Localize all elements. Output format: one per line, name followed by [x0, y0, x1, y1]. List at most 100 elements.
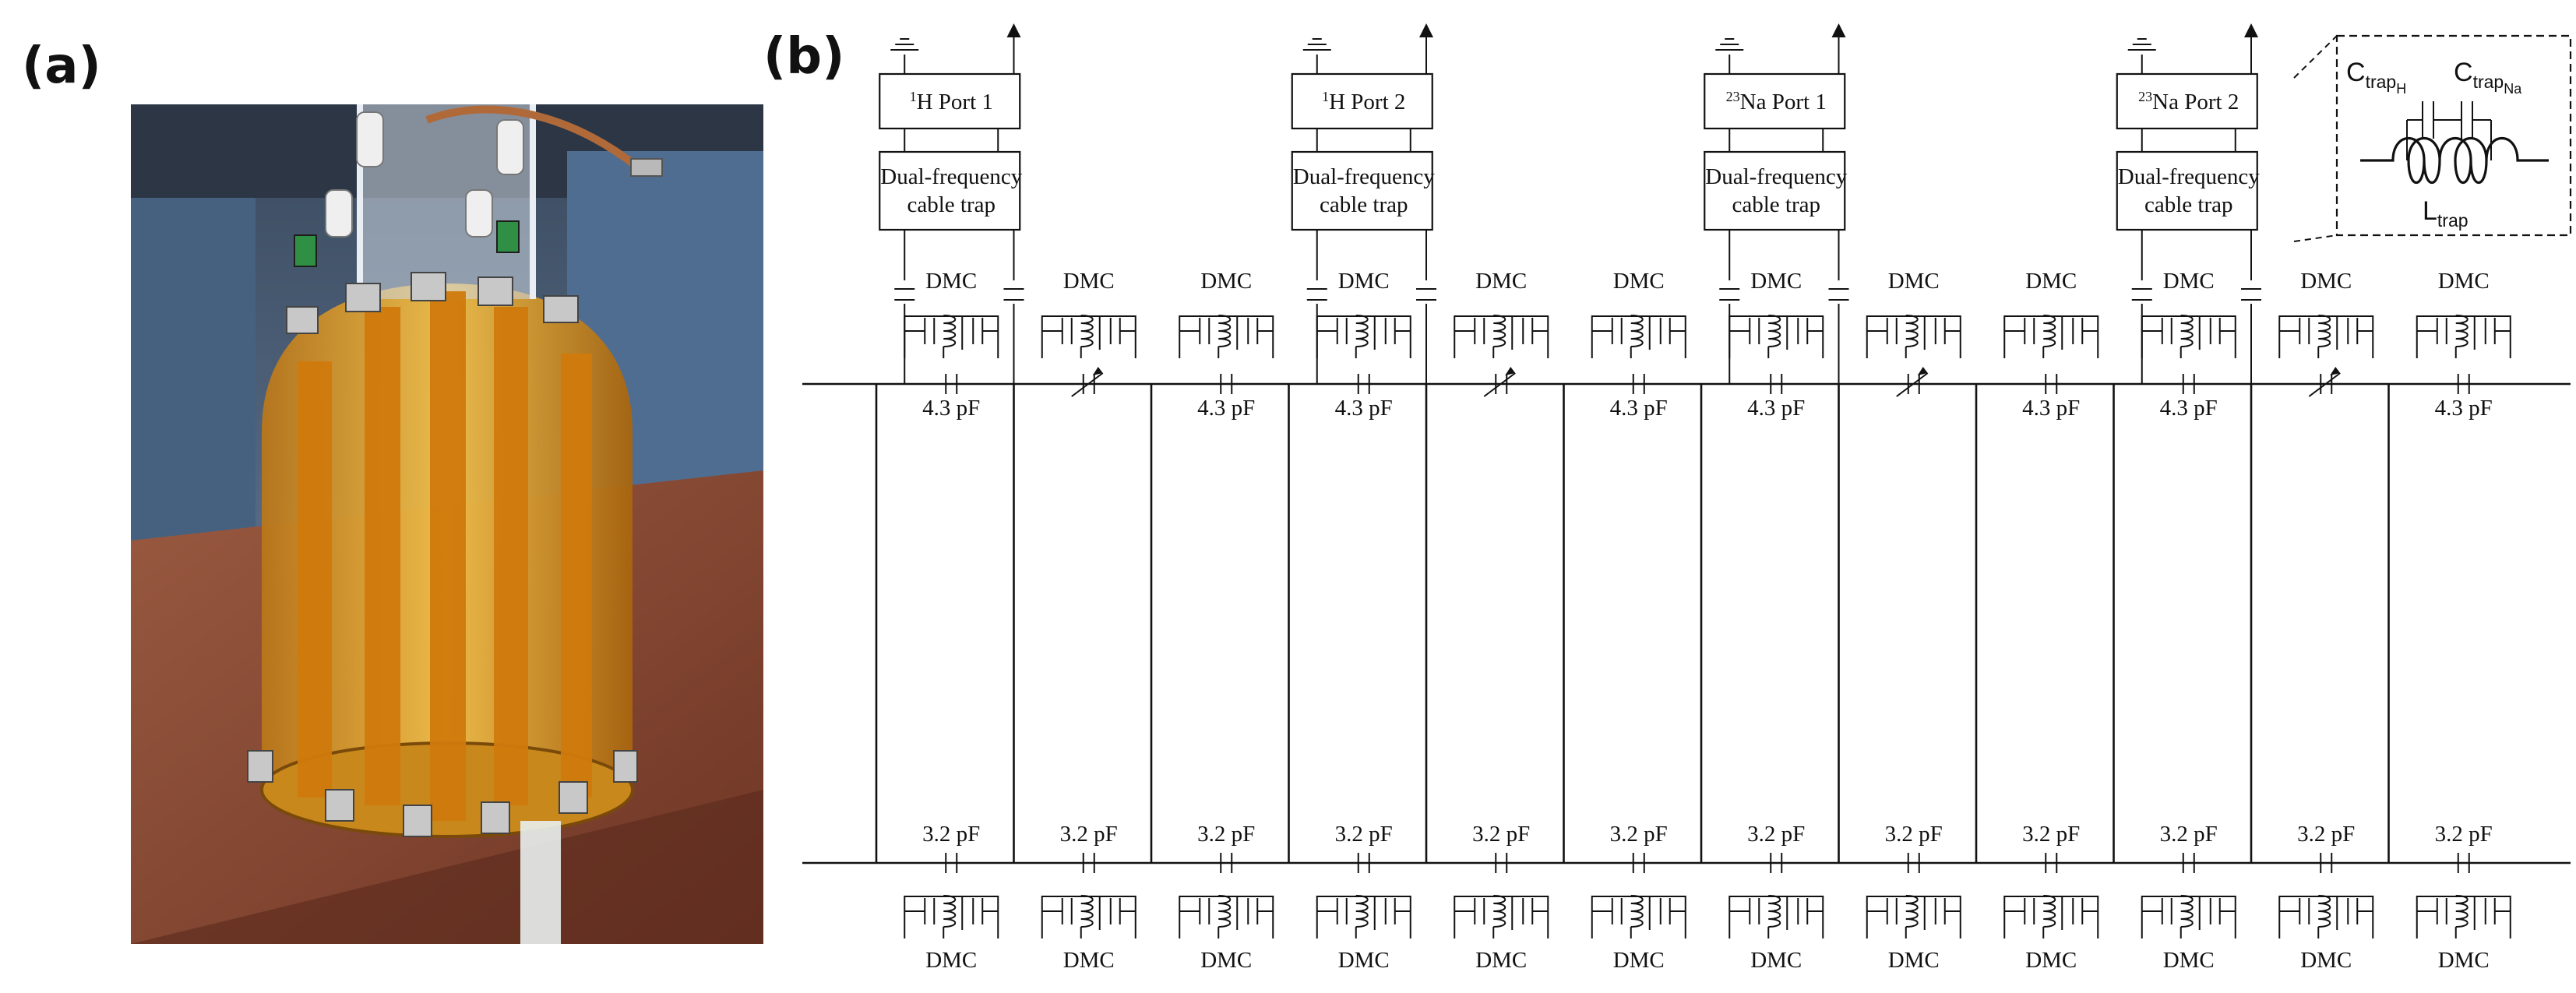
- bottom-dmc-9-cap: [2161, 898, 2173, 924]
- bottom-dmc-1-cap: [1061, 898, 1073, 924]
- top-dmc-10: [2278, 315, 2374, 358]
- top-cap-6: [1770, 374, 1783, 394]
- bottom-cap-0: [945, 853, 958, 873]
- top-cap-11: [2457, 374, 2470, 394]
- bottom-dmc-5-cap2: [1659, 898, 1671, 924]
- top-cap-value-11: 4.3 pF: [2435, 396, 2493, 421]
- top-cap-value-9: 4.3 pF: [2160, 396, 2218, 421]
- circuit-schematic: DMC 4.3 pF 3.2 pF DMC DMC 3.2 pF DMC DMC 4.3 pF 3…: [802, 23, 2572, 973]
- bottom-cap-value-5: 3.2 pF: [1610, 822, 1668, 847]
- bottom-dmc-5-cap: [1611, 898, 1623, 924]
- bottom-dmc-4-cap: [1474, 898, 1485, 924]
- top-variable-cap-1: [1071, 367, 1104, 397]
- port-box-1: [1291, 72, 1433, 130]
- bottom-dmc-9: [2141, 895, 2236, 938]
- cable-trap-box-2: [1704, 150, 1846, 231]
- top-dmc-11: [2416, 315, 2511, 358]
- trap-inductor: [2360, 137, 2549, 185]
- top-dmc-7: [1866, 315, 1961, 358]
- bottom-cap-value-7: 3.2 pF: [1885, 822, 1943, 847]
- port-label-3: 23Na Port 2: [2138, 89, 2239, 114]
- top-dmc-0-cap: [924, 318, 936, 344]
- top-cap-2: [1220, 374, 1233, 394]
- bottom-dmc-5: [1591, 895, 1686, 938]
- top-dmc-2-cap2: [1247, 318, 1259, 344]
- trap-inset: CtrapH CtrapNa Ltrap: [2293, 34, 2572, 242]
- top-dmc-5-cap: [1611, 318, 1623, 344]
- port-label-2: 23Na Port 1: [1726, 89, 1827, 114]
- feed-cap-left-1: [1306, 288, 1327, 301]
- top-dmc-label-7: DMC: [1888, 269, 1940, 294]
- cable-trap-box-0: [879, 150, 1021, 231]
- inset-border: [2335, 34, 2572, 237]
- bottom-dmc-label-10: DMC: [2300, 948, 2352, 973]
- top-dmc-11-cap2: [2484, 318, 2496, 344]
- bottom-dmc-11: [2416, 895, 2511, 938]
- cap-trap-na-label: CtrapNa: [2454, 58, 2522, 97]
- top-cap-value-5: 4.3 pF: [1610, 396, 1668, 421]
- top-dmc-label-11: DMC: [2438, 269, 2490, 294]
- cable-trap-label1-3: Dual-frequency: [2118, 164, 2260, 189]
- cable-trap-label1-0: Dual-frequency: [880, 164, 1022, 189]
- port-box-3: [2116, 72, 2258, 130]
- top-dmc-label-3: DMC: [1338, 269, 1390, 294]
- top-variable-cap-4: [1483, 367, 1516, 397]
- bottom-cap-value-1: 3.2 pF: [1060, 822, 1118, 847]
- feed-cap-left-0: [894, 288, 915, 301]
- bottom-dmc-11-cap2: [2484, 898, 2496, 924]
- top-dmc-0-cap2: [972, 318, 984, 344]
- bottom-dmc-0-cap2: [972, 898, 984, 924]
- top-dmc-6-cap2: [1797, 318, 1809, 344]
- top-dmc-5: [1591, 315, 1686, 358]
- top-cap-8: [2045, 374, 2058, 394]
- top-dmc-4: [1454, 315, 1549, 358]
- top-dmc-2-cap: [1199, 318, 1210, 344]
- bottom-cap-value-8: 3.2 pF: [2022, 822, 2080, 847]
- top-dmc-label-8: DMC: [2025, 269, 2077, 294]
- top-dmc-label-1: DMC: [1063, 269, 1115, 294]
- cap-trap-h-label: CtrapH: [2346, 58, 2406, 97]
- bottom-dmc-3-cap: [1336, 898, 1348, 924]
- bottom-cap-11: [2457, 853, 2470, 873]
- bottom-cap-1: [1082, 853, 1095, 873]
- bottom-cap-7: [1907, 853, 1920, 873]
- top-dmc-label-5: DMC: [1613, 269, 1665, 294]
- bottom-dmc-label-8: DMC: [2025, 948, 2077, 973]
- bottom-dmc-3: [1316, 895, 1411, 938]
- bottom-dmc-label-2: DMC: [1200, 948, 1252, 973]
- bottom-dmc-4: [1454, 895, 1549, 938]
- top-dmc-7-cap2: [1934, 318, 1946, 344]
- feed-cap-right-1: [1416, 288, 1436, 301]
- bottom-cap-5: [1632, 853, 1645, 873]
- bottom-cap-value-2: 3.2 pF: [1197, 822, 1255, 847]
- top-dmc-2: [1179, 315, 1274, 358]
- bottom-dmc-label-3: DMC: [1338, 948, 1390, 973]
- top-cap-value-3: 4.3 pF: [1335, 396, 1393, 421]
- port-label-1: 1H Port 2: [1322, 89, 1405, 114]
- bottom-dmc-label-7: DMC: [1888, 948, 1940, 973]
- top-dmc-9-cap: [2161, 318, 2173, 344]
- bottom-dmc-0-cap: [924, 898, 936, 924]
- bottom-cap-value-9: 3.2 pF: [2160, 822, 2218, 847]
- top-cap-value-6: 4.3 pF: [1747, 396, 1805, 421]
- bottom-dmc-8: [2003, 895, 2099, 938]
- bottom-cap-4: [1495, 853, 1508, 873]
- top-dmc-label-6: DMC: [1750, 269, 1802, 294]
- cable-trap-label1-1: Dual-frequency: [1293, 164, 1435, 189]
- bottom-dmc-2-cap: [1199, 898, 1210, 924]
- bottom-dmc-7: [1866, 895, 1961, 938]
- trap-capacitors: [2406, 101, 2492, 160]
- feed-cap-left-3: [2131, 288, 2152, 301]
- bottom-cap-10: [2320, 853, 2333, 873]
- cable-trap-box-1: [1291, 150, 1433, 231]
- top-dmc-11-cap: [2436, 318, 2447, 344]
- bottom-dmc-2: [1179, 895, 1274, 938]
- cable-trap-label2-0: cable trap: [907, 192, 996, 217]
- bottom-dmc-label-0: DMC: [925, 948, 977, 973]
- top-dmc-label-4: DMC: [1475, 269, 1527, 294]
- bottom-dmc-3-cap2: [1384, 898, 1396, 924]
- bottom-cap-2: [1220, 853, 1233, 873]
- port-box-2: [1704, 72, 1846, 130]
- bottom-dmc-1: [1041, 895, 1136, 938]
- bottom-dmc-8-cap2: [2072, 898, 2084, 924]
